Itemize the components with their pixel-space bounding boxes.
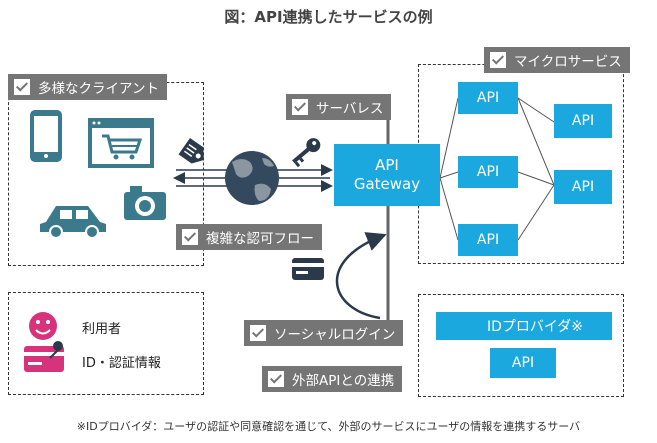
api-gateway-box: API Gateway bbox=[334, 144, 440, 206]
tag-auth-flow-label: 複雑な認可フロー bbox=[206, 231, 314, 247]
api-box-label: API bbox=[476, 164, 500, 180]
api-box-label: API bbox=[571, 179, 595, 195]
connector-line bbox=[439, 171, 459, 179]
connector-line bbox=[439, 97, 459, 179]
id-provider-label: IDプロバイダ※ bbox=[486, 319, 584, 335]
tag-microservices: マイクロサービス bbox=[484, 47, 630, 73]
external-api-box: API bbox=[490, 348, 556, 378]
checkbox-icon bbox=[182, 229, 198, 245]
api-box-label: API bbox=[476, 232, 500, 248]
car-icon bbox=[40, 206, 106, 239]
tag-auth-flow: 複雑な認可フロー bbox=[176, 224, 322, 250]
api-box: API bbox=[458, 156, 518, 188]
shopping-cart-browser-icon bbox=[88, 118, 154, 168]
api-box-label: API bbox=[476, 90, 500, 106]
checkbox-icon bbox=[268, 371, 284, 387]
tag-social-login-label: ソーシャルログイン bbox=[274, 327, 396, 343]
connector-line bbox=[517, 171, 555, 186]
connector-line bbox=[517, 97, 555, 123]
connector-line bbox=[517, 97, 555, 186]
api-gateway-line1: API bbox=[375, 156, 399, 174]
checkbox-icon bbox=[250, 325, 266, 341]
id-provider-box bbox=[418, 294, 624, 397]
tag-icon bbox=[178, 138, 204, 164]
camera-icon bbox=[124, 186, 166, 220]
api-box: API bbox=[458, 224, 518, 256]
connector-line bbox=[439, 177, 459, 241]
api-box: API bbox=[554, 170, 612, 204]
smartphone-icon bbox=[30, 110, 62, 162]
tag-external-api-label: 外部APIとの連携 bbox=[292, 373, 395, 389]
tag-microservices-label: マイクロサービス bbox=[514, 54, 622, 70]
connector-line bbox=[517, 184, 555, 241]
id-provider-box-label: IDプロバイダ※ bbox=[436, 312, 612, 340]
tag-serverless: サーバレス bbox=[286, 94, 392, 120]
tag-clients-label: 多様なクライアント bbox=[38, 81, 159, 97]
api-box: API bbox=[458, 82, 518, 114]
globe-icon bbox=[225, 151, 279, 205]
api-gateway-line2: Gateway bbox=[353, 175, 421, 193]
diagram-title: 図：API連携したサービスの例 bbox=[224, 8, 433, 26]
external-api-label: API bbox=[511, 355, 535, 371]
social-login-arrow bbox=[335, 232, 387, 320]
footnote: ※IDプロバイダ：ユーザの認証や同意確認を通じて、外部のサービスにユーザの情報を… bbox=[76, 420, 581, 433]
api-box-label: API bbox=[571, 113, 595, 129]
legend-box bbox=[8, 292, 204, 395]
credit-card-icon bbox=[292, 258, 324, 280]
api-box: API bbox=[554, 104, 612, 138]
tag-clients: 多様なクライアント bbox=[8, 74, 167, 100]
key-icon bbox=[292, 138, 321, 168]
checkbox-icon bbox=[14, 79, 30, 95]
legend-user-label: 利用者 bbox=[82, 322, 122, 337]
checkbox-icon bbox=[490, 52, 506, 68]
legend-credentials-label: ID・認証情報 bbox=[82, 356, 161, 371]
id-card-icon bbox=[24, 341, 64, 372]
checkbox-icon bbox=[292, 99, 308, 115]
user-smiley-icon bbox=[29, 312, 57, 340]
tag-serverless-label: サーバレス bbox=[316, 101, 384, 117]
tag-external-api: 外部APIとの連携 bbox=[262, 366, 403, 392]
tag-social-login: ソーシャルログイン bbox=[244, 320, 404, 346]
